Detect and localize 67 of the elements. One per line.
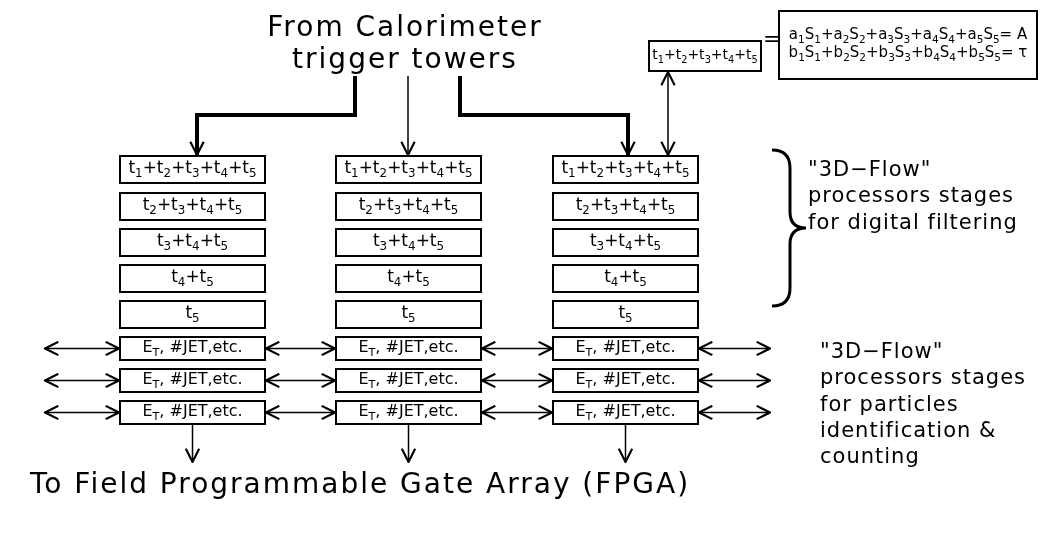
heading-text: From Calorimeter trigger towers	[266, 10, 544, 76]
processor-stage-box	[552, 228, 699, 257]
arrow	[184, 424, 201, 464]
box-text: t$_{5}$	[185, 304, 200, 325]
processor-stage-box	[119, 368, 266, 393]
processor-stage-box	[335, 228, 482, 257]
processor-stage-box	[119, 336, 266, 361]
box-text: t$_{1}$+t$_{2}$+t$_{3}$+t$_{4}$+t$_{5}$	[561, 159, 690, 180]
box-text: b$_{1}$S$_{1}$+b$_{2}$S$_{2}$+b$_{3}$S$_{3}$+b$_{4}$S$_{4}$+b$_{5}$S$_{5}$= τ	[788, 45, 1028, 63]
box-text: E$_{T}$, #JET,etc.	[142, 338, 243, 359]
processor-stage-box	[119, 228, 266, 257]
processor-stage-box	[335, 336, 482, 361]
processor-stage-box	[552, 155, 699, 184]
box-text: E$_{T}$, #JET,etc.	[142, 370, 243, 391]
arrow	[189, 76, 357, 157]
processor-stage-box	[119, 300, 266, 329]
box-text: E$_{T}$, #JET,etc.	[358, 402, 459, 423]
box-text: E$_{T}$, #JET,etc.	[575, 402, 676, 423]
processor-stage-box	[335, 264, 482, 293]
box-text: E$_{T}$, #JET,etc.	[575, 338, 676, 359]
processor-stage-box	[119, 264, 266, 293]
box-text: E$_{T}$, #JET,etc.	[575, 370, 676, 391]
arrow	[400, 75, 416, 157]
processor-stage-box	[552, 368, 699, 393]
arrow	[458, 76, 636, 157]
box-text: t$_{1}$+t$_{2}$+t$_{3}$+t$_{4}$+t$_{5}$	[344, 159, 473, 180]
box-text: t$_{3}$+t$_{4}$+t$_{5}$	[156, 232, 229, 253]
box-text: t$_{3}$+t$_{4}$+t$_{5}$	[372, 232, 445, 253]
box-text: E$_{T}$, #JET,etc.	[358, 338, 459, 359]
double-arrow	[43, 404, 121, 421]
box-text: t$_{1}$+t$_{2}$+t$_{3}$+t$_{4}$+t$_{5}$	[128, 159, 257, 180]
processor-stage-box	[119, 400, 266, 425]
box-text: t$_{4}$+t$_{5}$	[171, 268, 214, 289]
box-text: t$_{3}$+t$_{4}$+t$_{5}$	[589, 232, 662, 253]
box-text: t$_{5}$	[618, 304, 633, 325]
double-arrow	[43, 372, 121, 389]
processor-stage-box	[335, 300, 482, 329]
box-text: t$_{1}$+t$_{2}$+t$_{3}$+t$_{4}$+t$_{5}$	[652, 46, 758, 66]
box-text: t$_{2}$+t$_{3}$+t$_{4}$+t$_{5}$	[575, 196, 676, 217]
processor-stage-box	[335, 155, 482, 184]
processor-stage-box	[648, 40, 762, 72]
double-arrow	[660, 70, 676, 157]
box-text: t$_{4}$+t$_{5}$	[604, 268, 647, 289]
box-text: t$_{4}$+t$_{5}$	[387, 268, 430, 289]
annotation-text: "3D−Flow" processors stages for digital filtering	[808, 156, 1019, 235]
heading-text: To Field Programmable Gate Array (FPGA)	[29, 467, 691, 501]
formula-box	[778, 10, 1038, 80]
processor-stage-box	[335, 400, 482, 425]
processor-stage-box	[552, 400, 699, 425]
processor-stage-box	[552, 336, 699, 361]
processor-stage-box	[552, 192, 699, 221]
box-text: t$_{2}$+t$_{3}$+t$_{4}$+t$_{5}$	[358, 196, 459, 217]
processor-stage-box	[119, 192, 266, 221]
box-text: t$_{2}$+t$_{3}$+t$_{4}$+t$_{5}$	[142, 196, 243, 217]
processor-stage-box	[119, 155, 266, 184]
processor-stage-box	[335, 368, 482, 393]
box-text: E$_{T}$, #JET,etc.	[358, 370, 459, 391]
arrow	[400, 424, 417, 464]
processor-stage-box	[335, 192, 482, 221]
arrow	[617, 424, 634, 464]
annotation-text: "3D−Flow" processors stages for particles identification & counting	[820, 338, 1028, 470]
double-arrow	[43, 340, 121, 357]
processor-stage-box	[552, 300, 699, 329]
processor-stage-box	[552, 264, 699, 293]
box-text: a$_{1}$S$_{1}$+a$_{2}$S$_{2}$+a$_{3}$S$_{3}$+a$_{4}$S$_{4}$+a$_{5}$S$_{5}$= A	[788, 27, 1028, 45]
box-text: t$_{5}$	[401, 304, 416, 325]
box-text: E$_{T}$, #JET,etc.	[142, 402, 243, 423]
